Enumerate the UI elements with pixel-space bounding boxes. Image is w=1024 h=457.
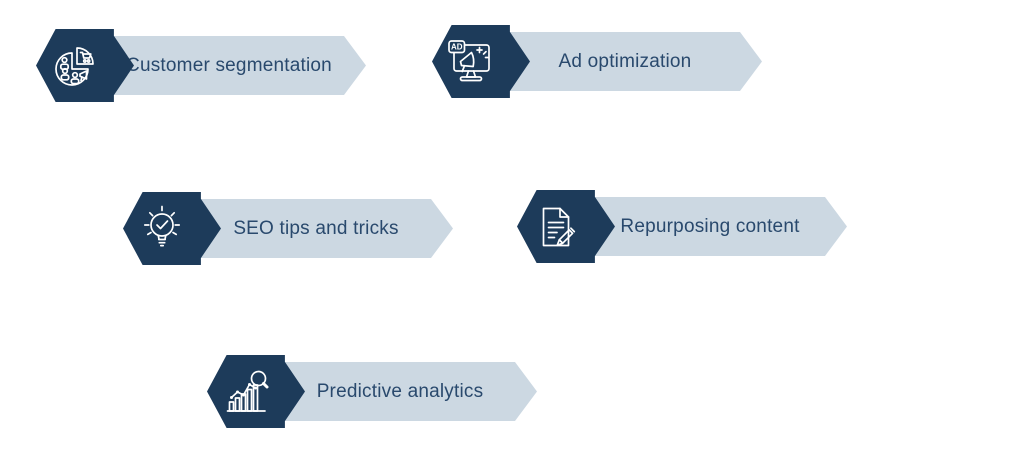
pie-chart-segmentation-icon [55, 46, 94, 86]
banner-seo-tips-and-tricks: SEO tips and tricks [201, 199, 453, 258]
item-customer-segmentation: Customer segmentation [36, 29, 368, 102]
item-label: Customer segmentation [126, 54, 332, 76]
banner-ad-optimization: Ad optimization [510, 32, 762, 91]
item-label: Ad optimization [558, 50, 692, 72]
item-label: Predictive analytics [316, 380, 484, 402]
banner-repurposing-content: Repurposing content [595, 197, 847, 256]
item-predictive-analytics: Predictive analytics [207, 355, 539, 428]
ad-badge-text: AD [451, 42, 463, 51]
lightbulb-check-icon [143, 205, 181, 246]
bar-chart-magnifier-icon [226, 370, 269, 412]
item-seo-tips-and-tricks: SEO tips and tricks [123, 192, 455, 265]
item-label: SEO tips and tricks [233, 217, 399, 239]
item-ad-optimization: Ad optimization AD [432, 25, 764, 98]
banner-customer-segmentation: Customer segmentation [114, 36, 366, 95]
item-label: Repurposing content [620, 215, 800, 237]
document-pencil-icon [542, 207, 576, 246]
banner-predictive-analytics: Predictive analytics [285, 362, 537, 421]
ad-monitor-megaphone-icon: AD [448, 39, 490, 81]
item-repurposing-content: Repurposing content [517, 190, 849, 263]
